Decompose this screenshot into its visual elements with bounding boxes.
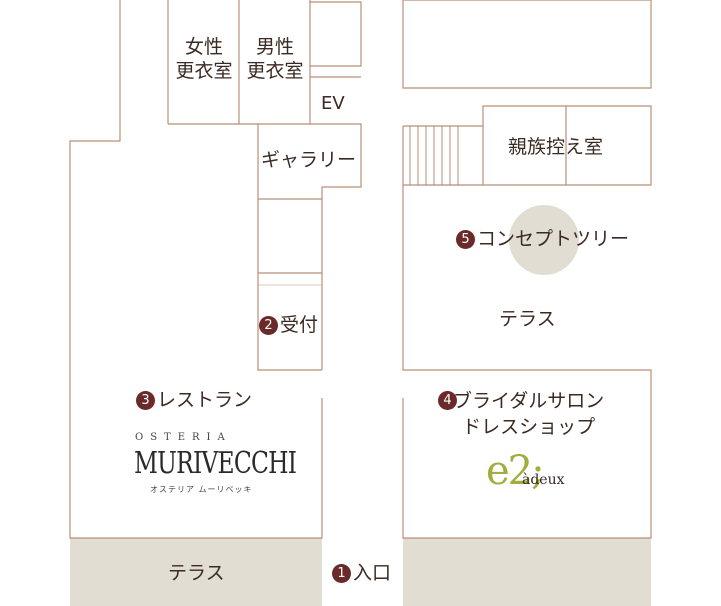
mens-dressing-room-label: 男性 更衣室 — [246, 36, 304, 82]
terrace-bottom-right-area — [403, 538, 651, 606]
concept-tree-circle — [509, 205, 579, 275]
stairs — [409, 126, 459, 185]
concept-tree-text: コンセプトツリー — [477, 228, 630, 250]
badge-4: 4 — [438, 391, 457, 410]
reception-text: 受付 — [280, 314, 319, 336]
osteria-logo-sub: オステリア ムーリベッキ — [150, 485, 253, 494]
bridal-salon-text: ブライダルサロン ドレスショップ — [453, 390, 605, 438]
e2-logo-sub: àdeux — [522, 472, 565, 488]
terrace-right-label: テラス — [499, 308, 556, 330]
badge-3: 3 — [136, 391, 155, 410]
restaurant-text: レストラン — [157, 389, 253, 411]
entrance-text: 入口 — [353, 562, 392, 584]
terrace-bottom-area — [70, 538, 322, 606]
badge-5: 5 — [456, 230, 475, 249]
elevator-label: EV — [321, 93, 345, 114]
osteria-logo-main: MURIVECCHI — [134, 446, 297, 481]
e2-logo-main: e2; — [486, 448, 545, 494]
terrace-bottom-label: テラス — [168, 562, 225, 584]
walls — [69, 0, 652, 539]
womens-dressing-room-label: 女性 更衣室 — [175, 36, 233, 82]
gallery-label: ギャラリー — [261, 149, 357, 171]
family-room-label: 親族控え室 — [508, 136, 604, 158]
osteria-logo-top: OSTERIA — [135, 432, 232, 443]
badge-2: 2 — [259, 316, 278, 335]
badge-1: 1 — [332, 564, 351, 583]
bridal-salon-label: 4ブライダルサロン ドレスショップ — [438, 389, 604, 440]
